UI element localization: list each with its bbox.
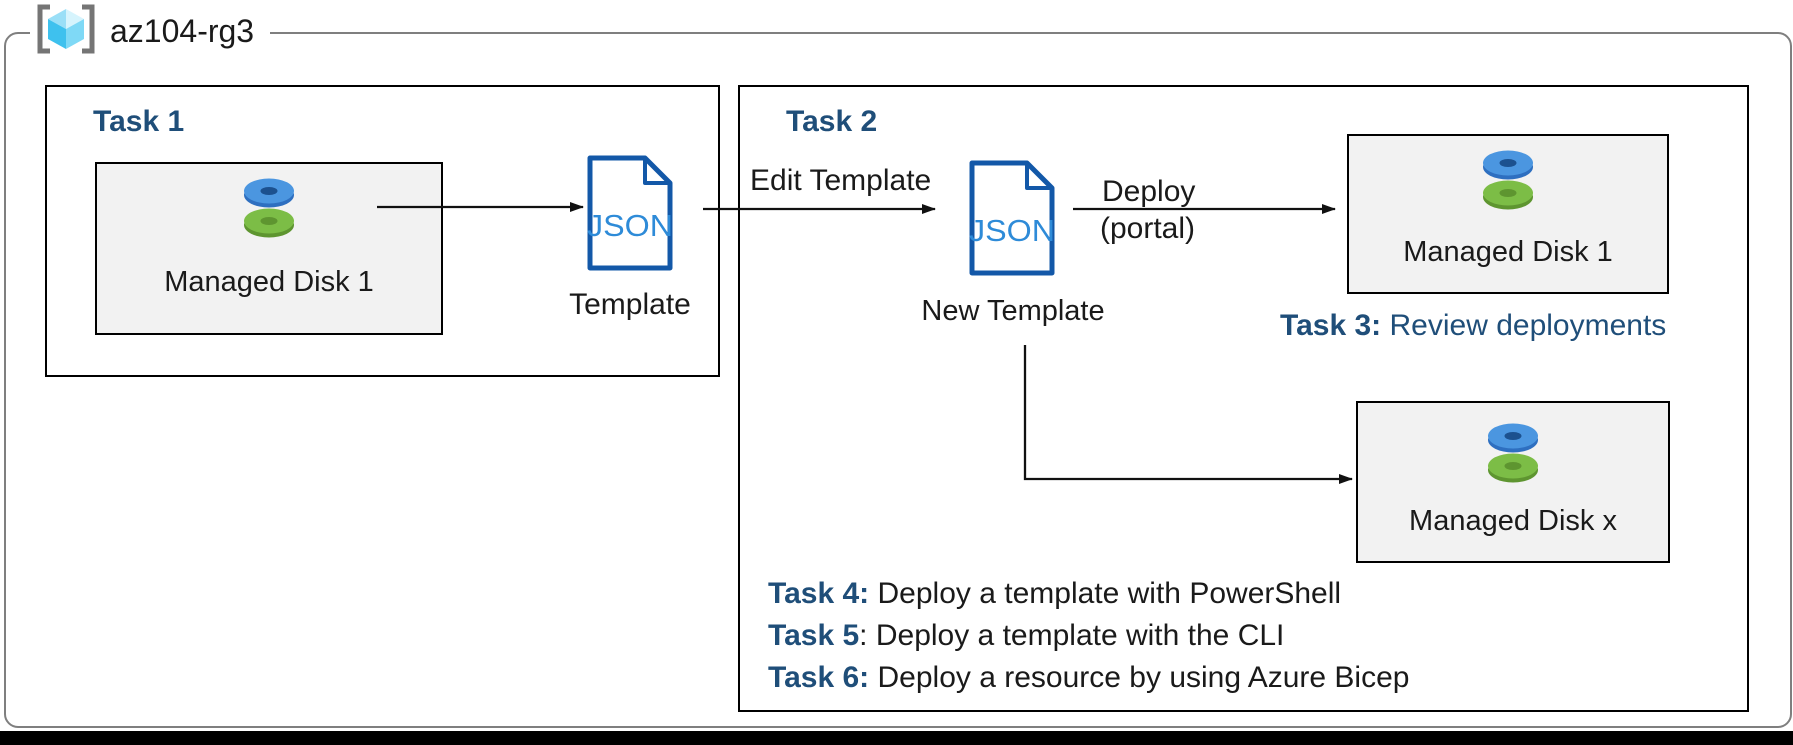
managed-disk-label: Managed Disk 1 (164, 266, 374, 298)
task6-rest: Deploy a resource by using Azure Bicep (869, 661, 1410, 694)
task4-rest: Deploy a template with PowerShell (869, 577, 1342, 610)
task-list: Task 4: Deploy a template with PowerShel… (768, 573, 1409, 699)
task3-text: Task 3: Review deployments (1280, 309, 1666, 343)
task6-bold: Task 6: (768, 661, 870, 694)
managed-disk-label: Managed Disk x (1409, 505, 1617, 537)
task6-text: Task 6: Deploy a resource by using Azure… (768, 657, 1409, 699)
task1-title: Task 1 (93, 105, 185, 138)
deploy-label: Deploy (1102, 175, 1196, 208)
task3-rest: Review deployments (1381, 309, 1667, 342)
json-file-text: JSON (969, 213, 1055, 248)
edit-template-label: Edit Template (750, 164, 932, 197)
task2-title: Task 2 (786, 105, 878, 138)
resource-group-icon (30, 1, 102, 57)
template-label: Template (569, 288, 691, 321)
task1-managed-disk-box: Managed Disk 1 (95, 162, 443, 335)
new-template-label: New Template (921, 295, 1105, 327)
task4-bold: Task 4: (768, 577, 870, 610)
managed-disk-icon (1480, 148, 1536, 217)
managed-disk-icon (1485, 421, 1541, 490)
resource-group-frame (4, 32, 1792, 728)
json-file-icon-new-template: JSON (967, 158, 1057, 278)
managed-disk-icon (241, 176, 297, 245)
task4-text: Task 4: Deploy a template with PowerShel… (768, 573, 1409, 615)
task5-bold: Task 5 (768, 619, 860, 652)
managed-disk-label: Managed Disk 1 (1403, 236, 1613, 268)
bottom-bar (0, 731, 1793, 745)
json-file-text: JSON (587, 208, 673, 243)
resource-group-label: az104-rg3 (102, 8, 271, 54)
json-file-icon-template: JSON (585, 153, 675, 273)
task5-rest: : Deploy a template with the CLI (859, 619, 1285, 652)
task2-managed-diskx-box: Managed Disk x (1356, 401, 1670, 563)
task5-text: Task 5: Deploy a template with the CLI (768, 615, 1409, 657)
task2-managed-disk1-box: Managed Disk 1 (1347, 134, 1669, 294)
deploy-portal-label: (portal) (1100, 212, 1196, 245)
task3-bold: Task 3: (1280, 309, 1382, 342)
